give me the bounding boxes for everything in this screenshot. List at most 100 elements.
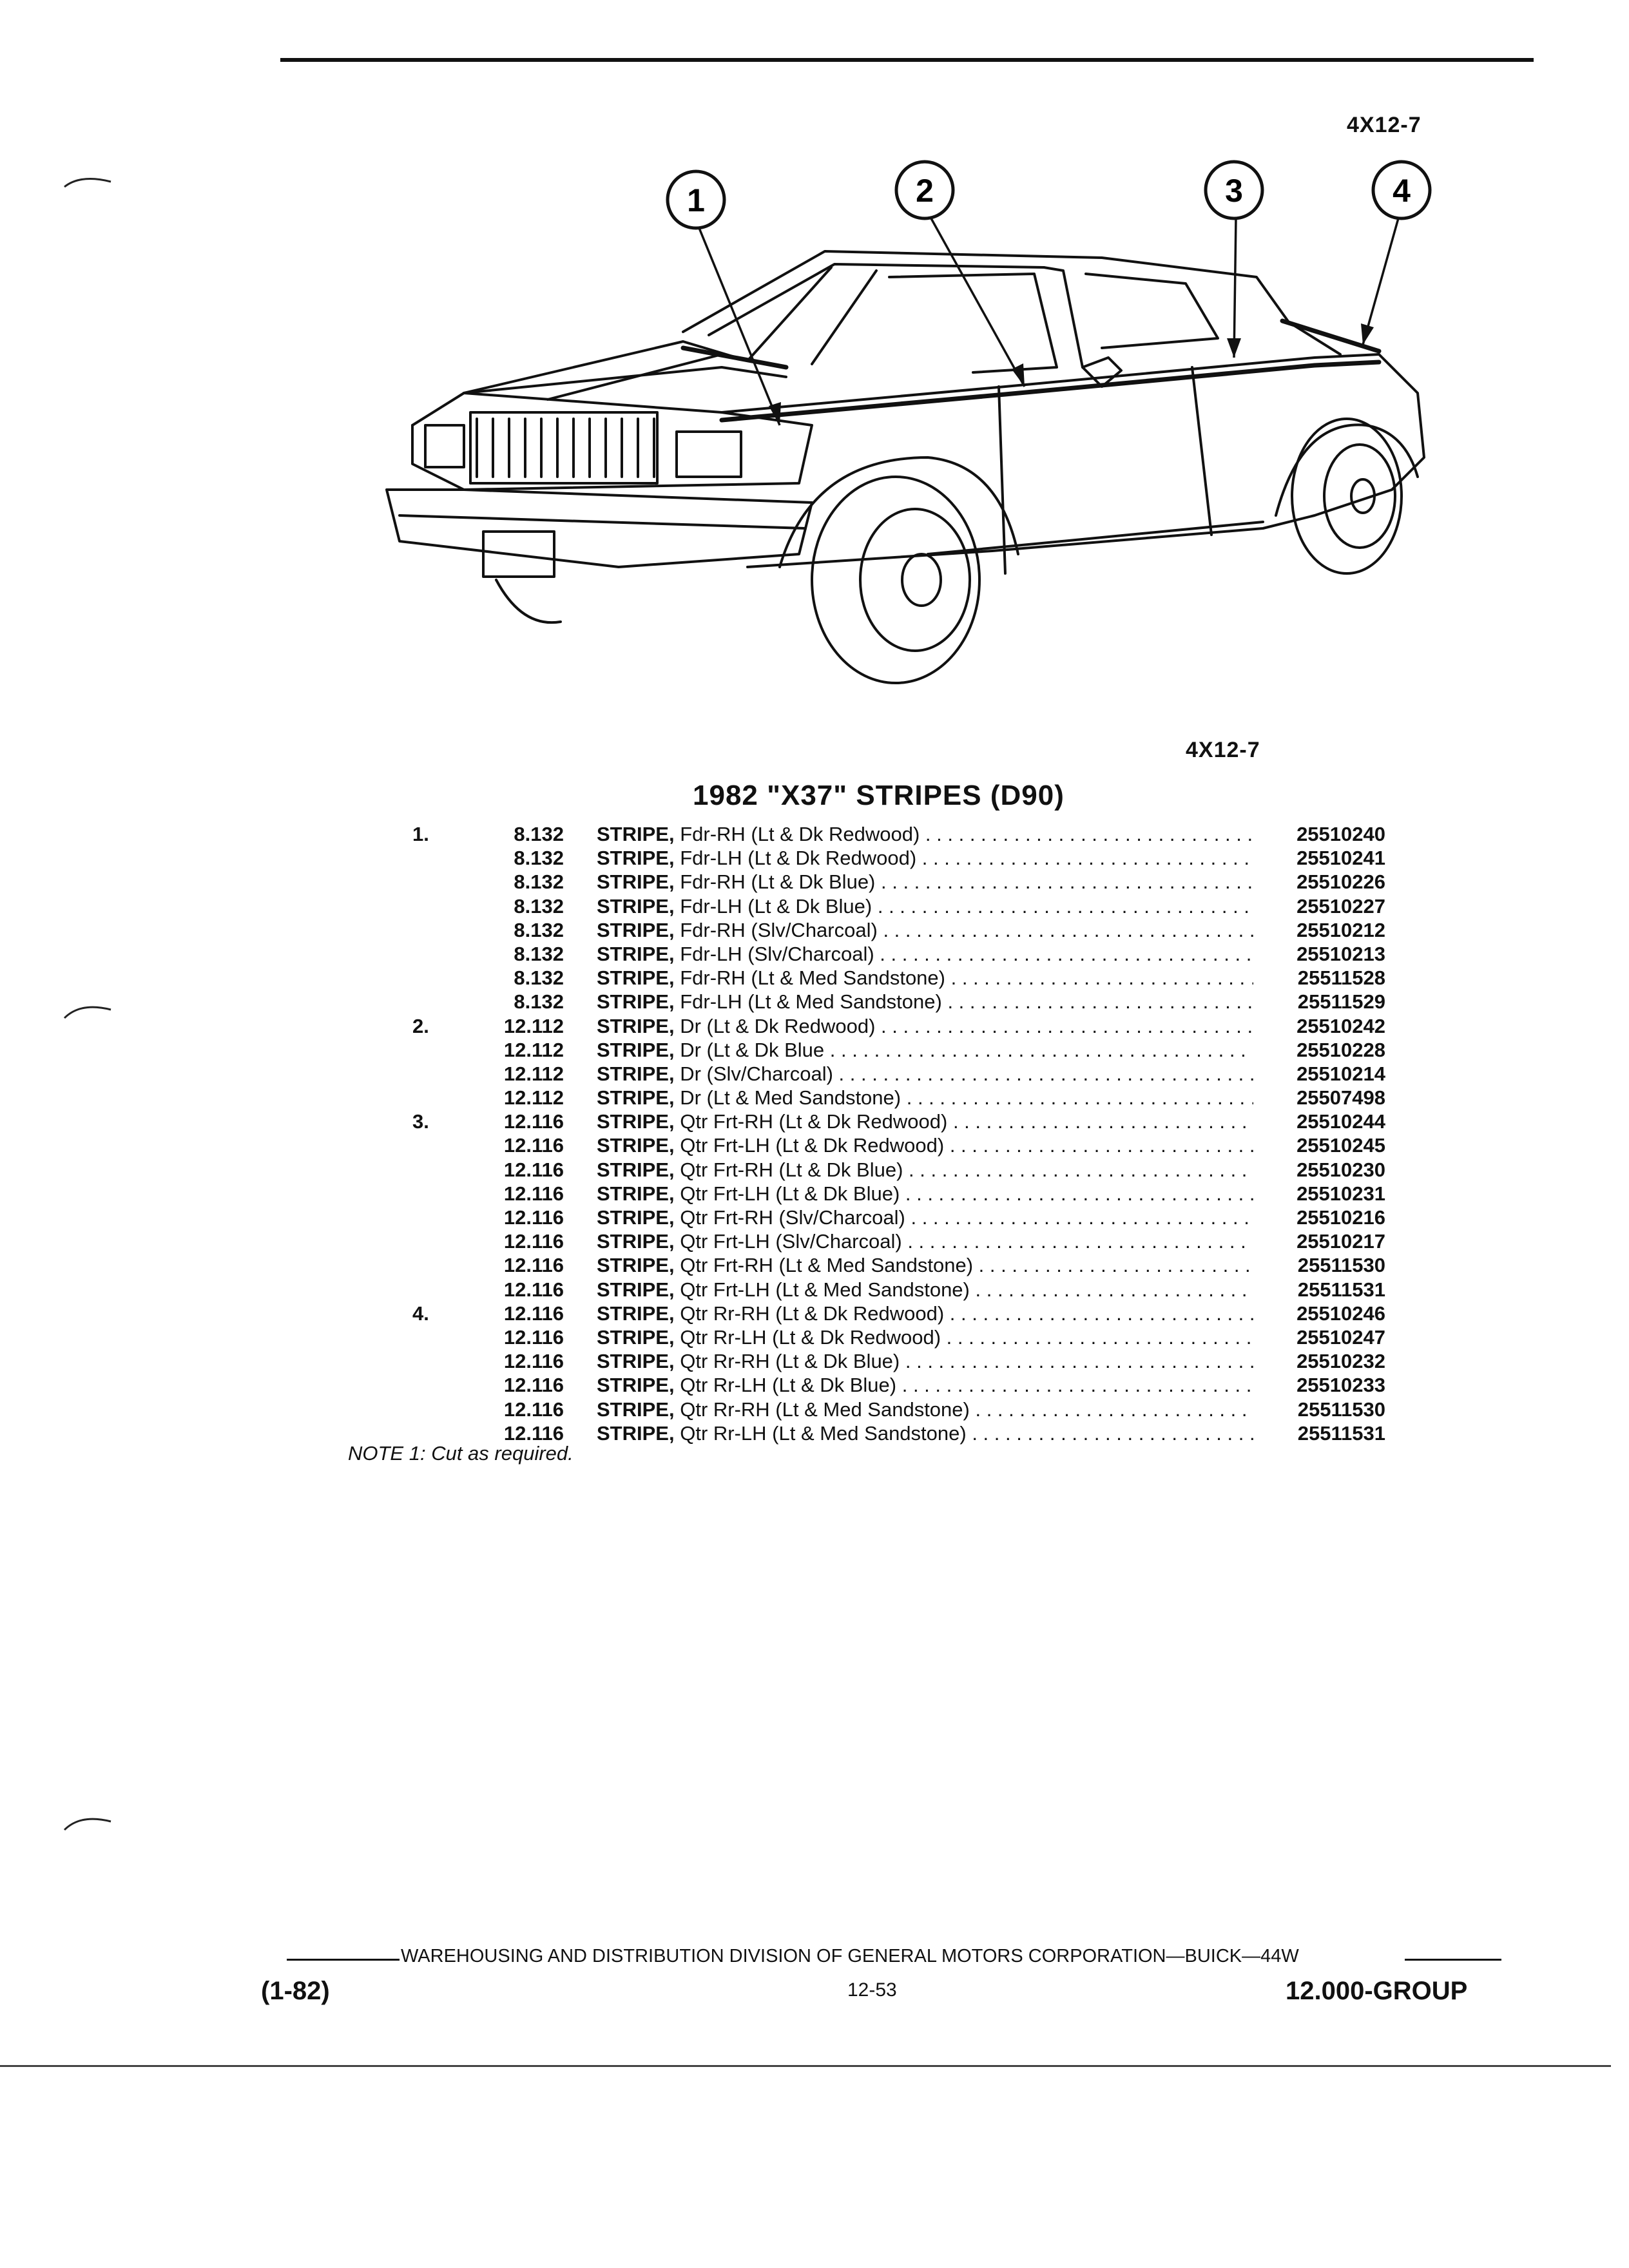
- part-number: 25510217: [1296, 1230, 1385, 1253]
- part-detail: Qtr Rr-LH (Lt & Med Sandstone): [680, 1421, 967, 1445]
- part-description: STRIPE, Qtr Frt-LH (Lt & Med Sandstone): [597, 1278, 1253, 1302]
- part-description: STRIPE, Qtr Frt-RH (Slv/Charcoal): [597, 1206, 1253, 1229]
- car-illustration: 1 2 3 4: [385, 160, 1432, 684]
- part-detail: Qtr Frt-LH (Lt & Dk Blue): [680, 1182, 900, 1205]
- part-detail: Dr (Lt & Dk Blue: [680, 1038, 825, 1061]
- part-number: 25510232: [1296, 1350, 1385, 1373]
- part-detail: Fdr-LH (Slv/Charcoal): [680, 942, 874, 965]
- part-name: STRIPE,: [597, 1325, 675, 1349]
- group-number: 12.112: [503, 1062, 564, 1085]
- part-description: STRIPE, Fdr-LH (Lt & Dk Blue): [597, 894, 1253, 918]
- part-detail: Qtr Frt-LH (Lt & Med Sandstone): [680, 1278, 970, 1301]
- footer-rule-right: [1405, 1959, 1501, 1961]
- part-name: STRIPE,: [597, 966, 675, 990]
- item-number: 2.: [412, 1014, 429, 1037]
- footer-division: WAREHOUSING AND DISTRIBUTION DIVISION OF…: [401, 1946, 1299, 1966]
- group-number: 12.116: [503, 1254, 564, 1277]
- group-number: 8.132: [514, 966, 564, 990]
- part-description: STRIPE, Fdr-LH (Slv/Charcoal): [597, 942, 1253, 966]
- part-detail: Qtr Frt-LH (Slv/Charcoal): [680, 1230, 902, 1253]
- part-description: STRIPE, Fdr-RH (Lt & Dk Redwood): [597, 822, 1253, 846]
- part-name: STRIPE,: [597, 1350, 675, 1373]
- table-row: 12.116 STRIPE, Qtr Frt-LH (Slv/Charcoal) 2…: [412, 1229, 1385, 1253]
- part-name: STRIPE,: [597, 1134, 675, 1157]
- part-detail: Fdr-LH (Lt & Med Sandstone): [680, 990, 942, 1014]
- footer-page: 12-53: [847, 1979, 897, 2001]
- part-detail: Fdr-RH (Lt & Dk Redwood): [680, 823, 920, 845]
- part-description: STRIPE, Qtr Frt-RH (Lt & Dk Blue): [597, 1158, 1253, 1182]
- group-number: 12.116: [503, 1398, 564, 1421]
- part-description: STRIPE, Fdr-RH (Slv/Charcoal): [597, 918, 1253, 942]
- item-number: 1.: [412, 823, 429, 845]
- group-number: 12.116: [503, 1374, 564, 1397]
- part-detail: Fdr-RH (Lt & Med Sandstone): [680, 966, 945, 990]
- part-name: STRIPE,: [597, 1230, 675, 1253]
- part-detail: Qtr Frt-RH (Lt & Dk Blue): [680, 1158, 903, 1181]
- binder-hole-marks: [63, 178, 111, 1831]
- table-row: 12.116 STRIPE, Qtr Frt-LH (Lt & Dk Redwoo…: [412, 1133, 1385, 1157]
- part-name: STRIPE,: [597, 1086, 675, 1110]
- group-number: 8.132: [514, 894, 564, 918]
- callout-1: 1: [687, 182, 705, 218]
- part-name: STRIPE,: [597, 1398, 675, 1421]
- part-name: STRIPE,: [597, 1062, 675, 1085]
- part-name: STRIPE,: [597, 1110, 675, 1133]
- part-description: STRIPE, Dr (Slv/Charcoal): [597, 1062, 1253, 1086]
- group-number: 12.116: [503, 1230, 564, 1253]
- group-number: 8.132: [514, 823, 564, 845]
- table-row: 8.132 STRIPE, Fdr-RH (Lt & Med Sandstone)…: [412, 966, 1385, 990]
- part-detail: Qtr Rr-RH (Lt & Med Sandstone): [680, 1398, 970, 1421]
- note: NOTE 1: Cut as required.: [348, 1442, 574, 1465]
- part-description: STRIPE, Qtr Frt-LH (Lt & Dk Blue): [597, 1182, 1253, 1206]
- illustration-ref-top: 4X12-7: [1347, 113, 1422, 137]
- part-name: STRIPE,: [597, 918, 675, 941]
- part-description: STRIPE, Qtr Rr-RH (Lt & Med Sandstone): [597, 1398, 1253, 1421]
- part-description: STRIPE, Qtr Rr-LH (Lt & Dk Blue): [597, 1373, 1253, 1397]
- group-number: 12.116: [503, 1182, 564, 1205]
- part-description: STRIPE, Qtr Rr-LH (Lt & Dk Redwood): [597, 1325, 1253, 1349]
- part-description: STRIPE, Qtr Frt-RH (Lt & Dk Redwood): [597, 1110, 1253, 1133]
- callout-2: 2: [916, 173, 934, 209]
- part-description: STRIPE, Qtr Frt-RH (Lt & Med Sandstone): [597, 1253, 1253, 1277]
- part-number: 25510231: [1296, 1182, 1385, 1205]
- part-number: 25511528: [1297, 966, 1385, 990]
- part-name: STRIPE,: [597, 1278, 675, 1301]
- section-title: 1982 "X37" STRIPES (D90): [693, 780, 1065, 811]
- part-number: 25510227: [1296, 894, 1385, 918]
- part-detail: Fdr-LH (Lt & Dk Redwood): [680, 847, 917, 870]
- part-description: STRIPE, Fdr-LH (Lt & Dk Redwood): [597, 846, 1253, 870]
- part-number: 25510246: [1296, 1302, 1385, 1325]
- part-number: 25511530: [1297, 1254, 1385, 1277]
- part-detail: Qtr Frt-LH (Lt & Dk Redwood): [680, 1134, 945, 1157]
- part-name: STRIPE,: [597, 870, 675, 894]
- part-detail: Fdr-LH (Lt & Dk Blue): [680, 894, 872, 918]
- table-row: 8.132 STRIPE, Fdr-LH (Lt & Dk Blue) 255102…: [412, 894, 1385, 918]
- footer-group: 12.000-GROUP: [1286, 1977, 1468, 2005]
- part-description: STRIPE, Qtr Frt-LH (Lt & Dk Redwood): [597, 1133, 1253, 1157]
- part-number: 25510212: [1296, 918, 1385, 941]
- part-detail: Dr (Lt & Dk Redwood): [680, 1014, 876, 1037]
- group-number: 8.132: [514, 847, 564, 870]
- part-number: 25510233: [1296, 1374, 1385, 1397]
- part-description: STRIPE, Dr (Lt & Med Sandstone): [597, 1086, 1253, 1110]
- group-number: 12.116: [503, 1134, 564, 1157]
- part-detail: Qtr Frt-RH (Slv/Charcoal): [680, 1206, 905, 1229]
- part-description: STRIPE, Qtr Rr-RH (Lt & Dk Blue): [597, 1349, 1253, 1373]
- part-detail: Qtr Frt-RH (Lt & Dk Redwood): [680, 1110, 948, 1133]
- part-description: STRIPE, Dr (Lt & Dk Redwood): [597, 1014, 1253, 1038]
- group-number: 8.132: [514, 918, 564, 941]
- part-number: 25510216: [1296, 1206, 1385, 1229]
- table-row: 12.116 STRIPE, Qtr Frt-RH (Lt & Med Sands…: [412, 1253, 1385, 1277]
- group-number: 12.116: [503, 1421, 564, 1445]
- part-number: 25510247: [1296, 1325, 1385, 1349]
- part-name: STRIPE,: [597, 1254, 675, 1277]
